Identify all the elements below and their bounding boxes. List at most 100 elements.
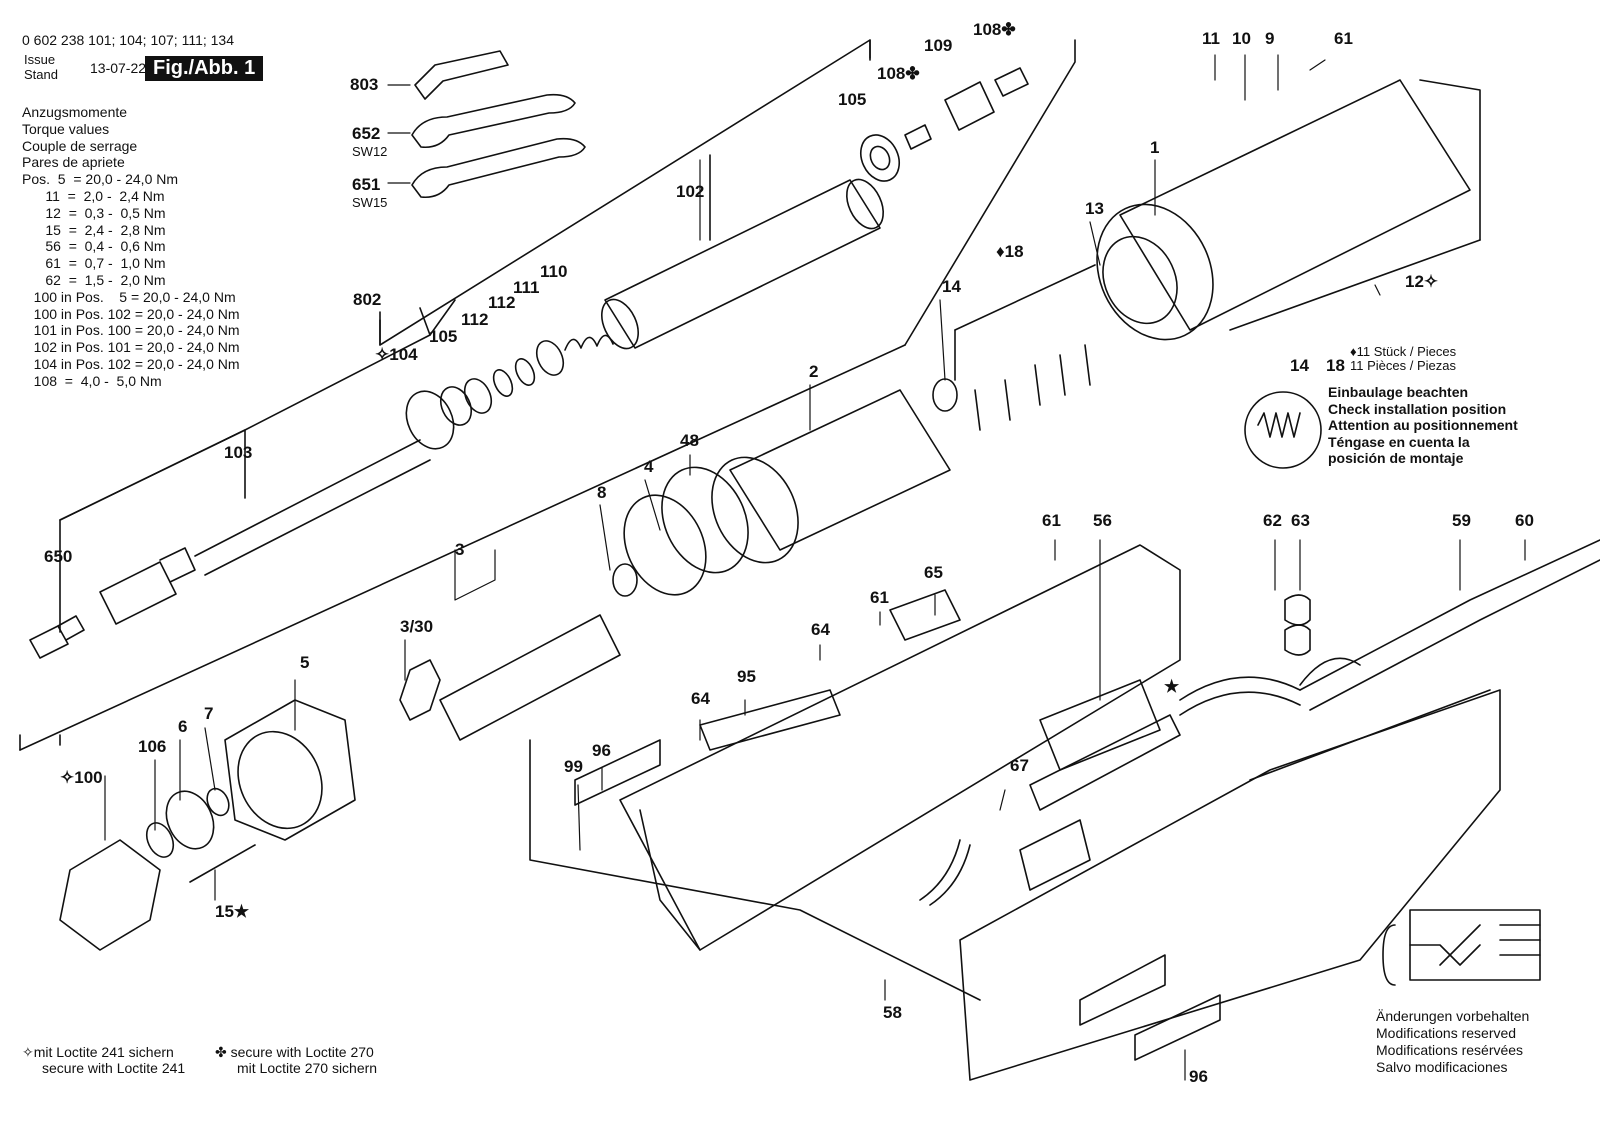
legend-line: ✤ secure with Loctite 270: [215, 1044, 374, 1060]
part-label-109: 109: [924, 36, 953, 55]
part-label-61: 61: [870, 588, 889, 607]
pieces-note: ♦11 Stück / Pieces 11 Pièces / Piezas: [1350, 345, 1456, 373]
part-label-99: 99: [564, 757, 583, 776]
part-label-100: ✧100: [60, 768, 103, 787]
installation-note-line: posición de montaje: [1328, 450, 1464, 466]
legend-line: secure with Loctite 241: [42, 1060, 186, 1076]
leader-lines: [104, 54, 1526, 1081]
part-label-star: ★: [1164, 677, 1180, 696]
part-label-5: 5: [300, 653, 310, 672]
part-label-7: 7: [204, 704, 214, 723]
torque-title: Anzugsmomente: [22, 104, 128, 120]
part-label-651: 651: [352, 175, 381, 194]
part-label-56: 56: [1093, 511, 1112, 530]
part-label-802: 802: [353, 290, 382, 309]
torque-row: 104 in Pos. 102 = 20,0 - 24,0 Nm: [22, 355, 240, 372]
torque-table: Anzugsmomente Torque values Couple de se…: [22, 104, 240, 390]
part-label-sw12: SW12: [352, 144, 388, 159]
torque-row: 102 in Pos. 101 = 20,0 - 24,0 Nm: [22, 339, 240, 356]
part-label-650: 650: [44, 547, 73, 566]
part-label-111: 111: [513, 278, 540, 297]
issue-stand-label: Issue Stand: [24, 52, 58, 82]
pieces-note-line: 11 Pièces / Piezas: [1350, 358, 1456, 373]
torque-row: 62 = 1,5 - 2,0 Nm: [22, 271, 166, 288]
part-label-104: ✧104: [375, 345, 418, 364]
legend-line: ✧mit Loctite 241 sichern: [22, 1044, 174, 1060]
detail-label-14: 14: [1290, 356, 1309, 375]
torque-row: 108 = 4,0 - 5,0 Nm: [22, 372, 162, 389]
part-label-6: 6: [178, 717, 188, 736]
modifications-line: Modifications reserved: [1376, 1025, 1517, 1041]
part-label-96: 96: [592, 741, 611, 760]
motor-housing: [1096, 79, 1481, 341]
installation-note-line: Check installation position: [1328, 400, 1507, 417]
legend-loctite-270: ✤ secure with Loctite 270 mit Loctite 27…: [215, 1044, 377, 1076]
torque-row: 56 = 0,4 - 0,6 Nm: [22, 238, 166, 255]
torque-row: 11 = 2,0 - 2,4 Nm: [22, 187, 165, 204]
installation-note: Einbaulage beachten Check installation p…: [1328, 384, 1518, 467]
part-label-105: 105: [838, 90, 867, 109]
part-label-12: 12✧: [1405, 272, 1439, 291]
detail-label-18: 18: [1326, 356, 1345, 375]
part-label-sw15: SW15: [352, 195, 388, 210]
torque-title: Torque values: [22, 120, 110, 137]
part-label-102: 102: [676, 182, 705, 201]
pieces-note-line: ♦11 Stück / Pieces: [1350, 344, 1457, 359]
torque-row: 12 = 0,3 - 0,5 Nm: [22, 204, 166, 221]
circuit-diagram: [1382, 909, 1541, 986]
torque-row: 15 = 2,4 - 2,8 Nm: [22, 221, 166, 238]
torque-row: 101 in Pos. 100 = 20,0 - 24,0 Nm: [22, 322, 240, 339]
installation-note-line: Einbaulage beachten: [1328, 384, 1469, 400]
part-label-15: 15★: [215, 902, 250, 921]
part-label-803: 803: [350, 75, 379, 94]
part-label-60: 60: [1515, 511, 1534, 530]
part-label-13: 13: [1085, 199, 1104, 218]
part-label-48: 48: [680, 431, 699, 450]
torque-title: Pares de apriete: [22, 154, 125, 171]
part-label-63: 63: [1291, 511, 1310, 530]
part-label-3: 3: [455, 540, 465, 559]
part-label-105: 105: [429, 327, 458, 346]
part-numbers: 0 602 238 101; 104; 107; 111; 134: [22, 32, 235, 48]
part-label-95: 95: [737, 667, 756, 686]
legend-line: mit Loctite 270 sichern: [237, 1060, 378, 1076]
installation-note-line: Téngase en cuenta la: [1328, 433, 1470, 450]
part-label-64: 64: [811, 620, 830, 639]
shaft-assembly: [29, 39, 1029, 659]
part-label-108: 108✤: [877, 64, 920, 83]
part-label-96: 96: [1189, 1067, 1208, 1086]
part-label-652: 652: [352, 124, 381, 143]
issue-date: 13-07-22: [90, 60, 147, 76]
part-label-10: 10: [1232, 29, 1251, 48]
part-label-62: 62: [1263, 511, 1282, 530]
installation-detail: [1244, 391, 1322, 469]
modifications-line: Salvo modificaciones: [1376, 1059, 1508, 1075]
legend-loctite-241: ✧mit Loctite 241 sichern secure with Loc…: [22, 1044, 185, 1076]
part-label-61: 61: [1042, 511, 1061, 530]
torque-row: Pos. 5 = 20,0 - 24,0 Nm: [22, 171, 179, 188]
part-label-112: 112: [461, 310, 489, 329]
part-label-14: 14: [942, 277, 961, 296]
modifications-note: Änderungen vorbehalten Modifications res…: [1376, 1008, 1529, 1076]
part-label-65: 65: [924, 563, 943, 582]
part-label-11: 11: [1202, 29, 1220, 48]
torque-row: 61 = 0,7 - 1,0 Nm: [22, 255, 166, 272]
part-label-108: 108✤: [973, 20, 1016, 39]
installation-note-line: Attention au positionnement: [1328, 417, 1518, 433]
part-label-103: 103: [224, 443, 253, 462]
part-label-59: 59: [1452, 511, 1471, 530]
figure-title: Fig./Abb. 1: [145, 56, 264, 81]
torque-title: Couple de serrage: [22, 137, 138, 154]
part-label-61: 61: [1334, 29, 1353, 48]
part-label-110: 110: [540, 262, 568, 281]
handle-housing: [529, 539, 1600, 1081]
part-label-112: 112: [488, 293, 516, 312]
stand-label: Stand: [24, 67, 58, 82]
part-label-67: 67: [1010, 756, 1029, 775]
panel-outline-left: [19, 39, 1076, 751]
issue-label: Issue: [24, 52, 56, 67]
part-label-3-30: 3/30: [400, 617, 434, 636]
modifications-line: Modifications resérvées: [1376, 1042, 1524, 1058]
part-label-64: 64: [691, 689, 710, 708]
